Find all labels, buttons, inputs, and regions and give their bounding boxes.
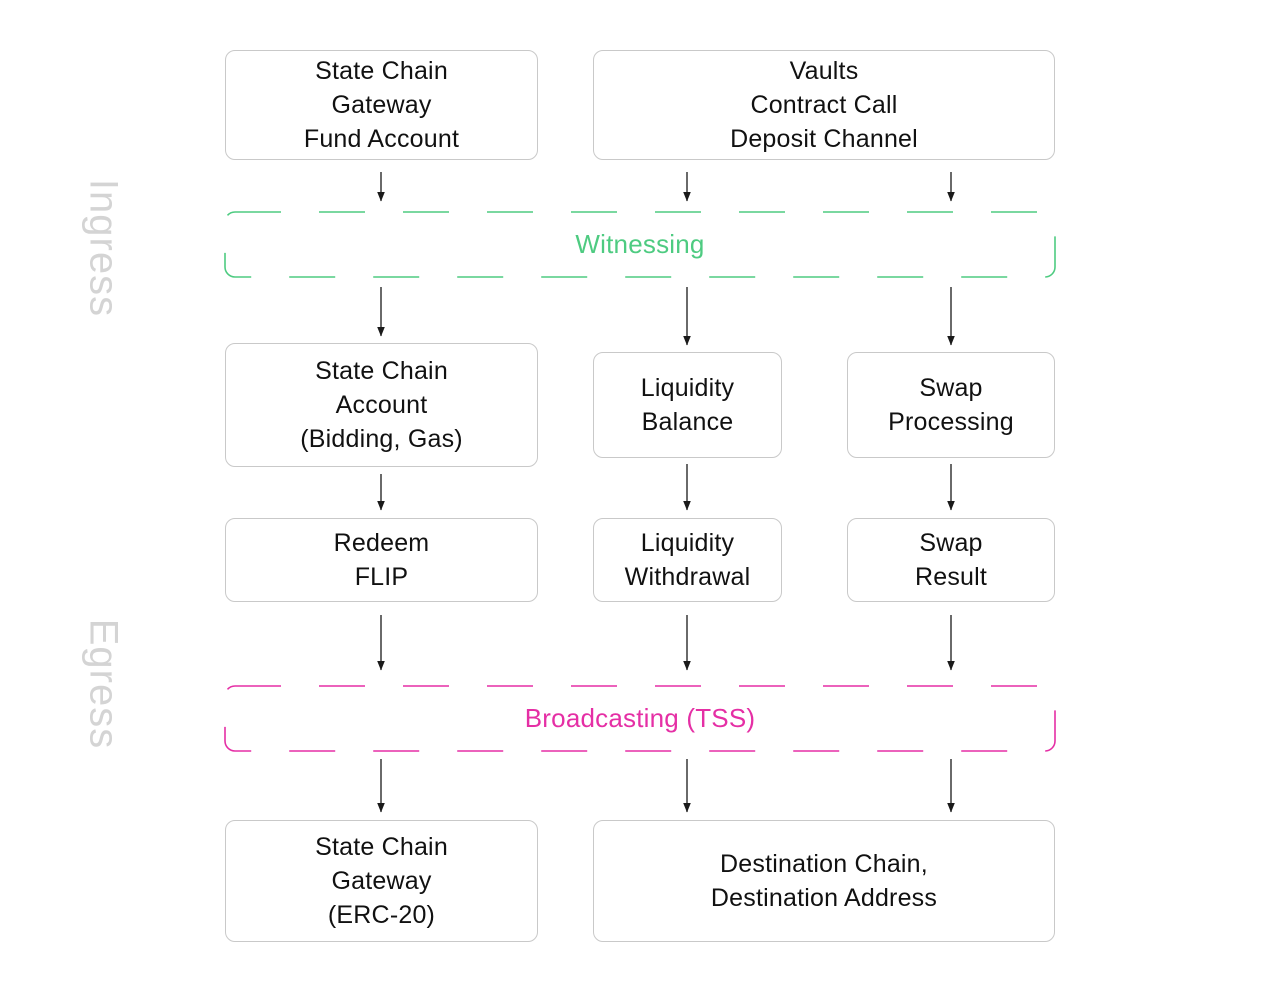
node-label-line: State Chain xyxy=(315,57,448,85)
phase-broadcasting: Broadcasting (TSS) xyxy=(224,685,1056,752)
node-label-line: Deposit Channel xyxy=(730,125,918,153)
node-label-line: (Bidding, Gas) xyxy=(300,425,463,453)
phase-witnessing: Witnessing xyxy=(224,211,1056,278)
node-state-chain-account-bidding-gas: State Chain Account (Bidding, Gas) xyxy=(225,343,538,467)
node-label-line: Liquidity xyxy=(640,529,735,557)
node-label-line: Fund Account xyxy=(303,125,460,153)
node-label-line: Withdrawal xyxy=(624,563,751,591)
ingress-section-label: Ingress xyxy=(81,178,126,318)
node-vaults-contract-call-deposit-channel: Vaults Contract Call Deposit Channel xyxy=(593,50,1055,160)
node-liquidity-balance: Liquidity Balance xyxy=(593,352,782,458)
node-label-line: FLIP xyxy=(354,563,409,591)
egress-section-label: Egress xyxy=(81,618,126,750)
node-state-chain-gateway-fund-account: State Chain Gateway Fund Account xyxy=(225,50,538,160)
node-label-line: Vaults xyxy=(789,57,859,85)
node-label-line: (ERC-20) xyxy=(327,901,436,929)
node-label-line: Swap xyxy=(919,529,983,557)
broadcasting-dashed-border xyxy=(224,685,1056,752)
node-label-line: Gateway xyxy=(331,867,432,895)
node-state-chain-gateway-erc20: State Chain Gateway (ERC-20) xyxy=(225,820,538,942)
node-label-line: Result xyxy=(914,563,988,591)
node-label-line: Destination Address xyxy=(710,884,938,912)
node-redeem-flip: Redeem FLIP xyxy=(225,518,538,602)
node-destination-chain-address: Destination Chain, Destination Address xyxy=(593,820,1055,942)
phase-witnessing-label: Witnessing xyxy=(575,229,705,259)
node-swap-result: Swap Result xyxy=(847,518,1055,602)
node-label-line: Redeem xyxy=(333,529,430,557)
node-label-line: Balance xyxy=(641,408,734,436)
witnessing-dashed-border xyxy=(224,211,1056,278)
node-label-line: Processing xyxy=(888,408,1014,436)
node-label-line: Gateway xyxy=(331,91,432,119)
node-label-line: State Chain xyxy=(315,357,448,385)
node-label-line: Liquidity xyxy=(640,374,735,402)
node-label-line: Destination Chain, xyxy=(720,850,928,878)
node-label-line: State Chain xyxy=(315,833,448,861)
node-liquidity-withdrawal: Liquidity Withdrawal xyxy=(593,518,782,602)
phase-broadcasting-label: Broadcasting (TSS) xyxy=(524,703,756,733)
node-label-line: Contract Call xyxy=(750,91,898,119)
node-label-line: Swap xyxy=(919,374,983,402)
node-label-line: Account xyxy=(335,391,428,419)
node-swap-processing: Swap Processing xyxy=(847,352,1055,458)
